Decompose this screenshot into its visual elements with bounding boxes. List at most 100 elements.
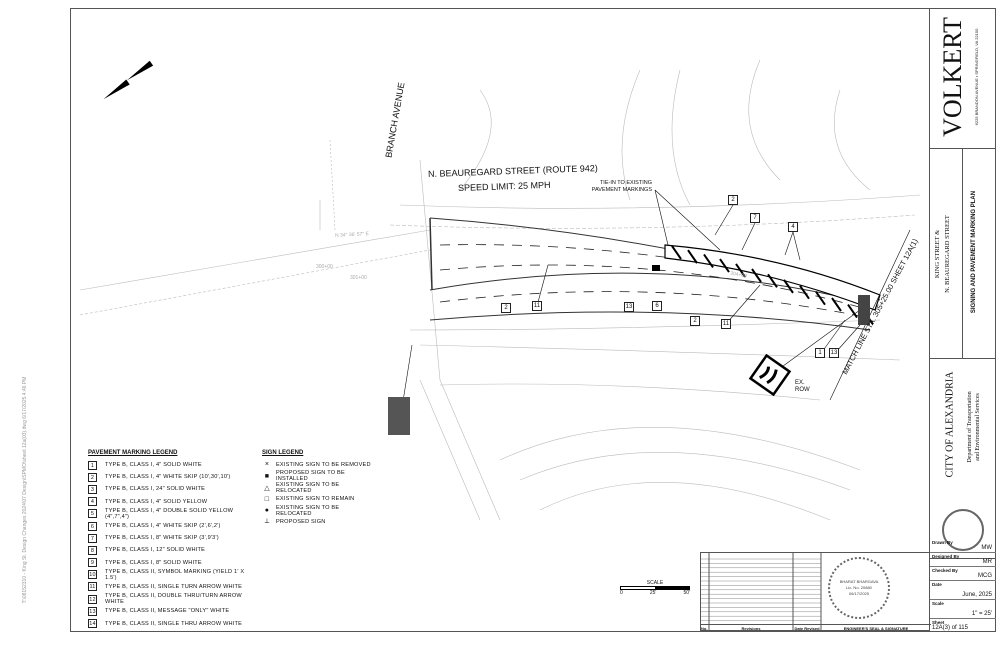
callout-label: 2 [690,316,700,326]
callout-label: 2 [728,195,738,205]
station-label: 301+00 [350,275,367,281]
sign-legend-item: ■PROPOSED SIGN TO BE INSTALLED [262,470,376,483]
legend-text: TYPE B, CLASS I, 24" SOLID WHITE [105,486,206,493]
legend-number-box: 14 [88,619,97,629]
legend-text: TYPE B, CLASS I, 4" SOLID WHITE [105,462,202,469]
legend-number-box: 13 [88,606,97,616]
legend-text: EXISTING SIGN TO BE RELOCATED [276,504,340,517]
project-panel: KING STREET & N. BEAUREGARD STREET SIGNI… [930,149,996,359]
pavement-legend-item: 1 TYPE B, CLASS I, 4" SOLID WHITE [88,459,255,471]
department-line: and Environmental Services [975,393,981,461]
scale-tick: 25' [649,590,657,596]
callout-label: 13 [624,302,634,312]
pavement-legend-title: PAVEMENT MARKING LEGEND [88,450,178,456]
building-structure [388,397,410,435]
legend-text: TYPE B, CLASS I, 4" WHITE SKIP (2',6',2'… [105,523,221,530]
tie-in-note-line: PAVEMENT MARKINGS [591,187,652,193]
hatch-stripe [751,268,762,283]
legend-text: TYPE B, CLASS I, 4" DOUBLE SOLID YELLOW … [105,507,234,520]
title-block: VOLKERT 6225 BRANDON AVENUE • SPRINGFIEL… [929,9,996,631]
legend-text: EXISTING SIGN TO BE REMOVED [276,461,371,468]
callout-label: 1 [815,348,825,358]
callout-label: 7 [750,213,760,223]
legend-number-box: 4 [88,497,97,507]
hatch-stripe [719,258,730,273]
legend-text: TYPE B, CLASS I, 8" SOLID WHITE [105,559,202,566]
ex-row-line: EX. [795,380,805,386]
legend-text: TYPE B, CLASS II, MESSAGE "ONLY" WHITE [105,608,230,615]
rev-header-date: Date Revised [794,626,820,631]
hatch-stripe [831,297,842,312]
sheet-title: SIGNING AND PAVEMENT MARKING PLAN [971,190,977,314]
legend-text: PROPOSED SIGN TO BE INSTALLED [276,470,345,483]
tie-in-note-line: TIE-IN TO EXISTING [599,180,652,186]
firm-panel: VOLKERT 6225 BRANDON AVENUE • SPRINGFIEL… [930,9,996,149]
triangle-icon: △ [264,484,270,492]
rev-header-no: No. [701,626,708,631]
city-seal-icon [942,509,984,551]
sign-legend-item: × EXISTING SIGN TO BE REMOVED [262,459,376,471]
legend-text: TYPE B, CLASS I, 8" WHITE SKIP (3',9'3') [105,535,219,542]
department: Department of Transportation and Environ… [966,347,982,507]
sign-legend-item: △ EXISTING SIGN TO BE RELOCATED [262,482,376,494]
hatch-stripe [815,291,826,306]
legend-text: TYPE B, CLASS II, SINGLE THRU ARROW WHIT… [105,620,243,627]
pavement-legend-item: 10 TYPE B, CLASS II, SYMBOL MARKING (YIEL… [88,569,255,581]
rev-header-seal: ENGINEER'S SEAL & SIGNATURE [843,626,909,631]
legend-number-box: 10 [88,570,97,580]
plan-drawing [79,59,921,521]
station-label: 300+00 [316,264,333,270]
callout-label: 4 [788,222,798,232]
pavement-legend-item: 7 TYPE B, CLASS I, 8" WHITE SKIP (3',9'3'… [88,532,255,544]
pavement-legend-item: 9 TYPE B, CLASS I, 8" SOLID WHITE [88,557,255,569]
crosshatch-island [664,244,881,325]
sheet-total: of 115 [951,625,968,631]
revision-grid [701,553,822,632]
legend-text: TYPE B, CLASS II, SYMBOL MARKING (YIELD … [105,568,245,581]
legend-text: EXISTING SIGN TO REMAIN [276,496,355,503]
tie-in-note: TIE-IN TO EXISTING PAVEMENT MARKINGS [590,180,652,194]
department-line: Department of Transportation [967,391,973,463]
legend-number-box: 8 [88,545,97,555]
sheet-border [70,8,996,632]
legend-number-box: 9 [88,558,97,568]
hatch-stripe [703,253,714,269]
leader-lines [399,189,911,421]
legend-text: TYPE B, CLASS I, 4" SOLID YELLOW [105,498,208,505]
legend-number-box: 7 [88,533,97,543]
project-line: N. BEAUREGARD STREET [944,215,951,293]
rev-header-revisions: Revisions [741,626,761,631]
legend-text: PROPOSED SIGN [276,519,326,526]
callout-label: 13 [829,348,839,358]
legend-text: TYPE B, CLASS II, SINGLE TURN ARROW WHIT… [105,583,243,590]
x-icon: × [264,461,270,469]
scale-tick: 0 [620,590,623,596]
hatch-stripe [799,285,810,300]
ex-row-label: EX. ROW [795,380,810,394]
hatch-stripe [687,249,698,264]
proposed-sign-icon: ⟂ [264,518,270,526]
ex-row-line: ROW [795,387,810,393]
hatch-stripe [671,245,682,260]
sign-legend-item: □EXISTING SIGN TO REMAIN [262,494,376,506]
sheet-number: 12A(3) [932,625,951,631]
legend-text: EXISTING SIGN TO BE RELOCATED [276,481,340,494]
sign-legend: SIGN LEGEND ×EXISTING SIGN TO BE REMOVED… [262,450,376,528]
revisions-block: No. Revisions Date Revised ENGINEER'S SE… [700,552,931,632]
project-line: KING STREET & [934,229,941,279]
callout-label: 6 [652,301,662,311]
legend-number-box: 1 [88,460,97,470]
file-path-stamp: T:\08152310 - King St. Design Changes 20… [22,376,28,604]
